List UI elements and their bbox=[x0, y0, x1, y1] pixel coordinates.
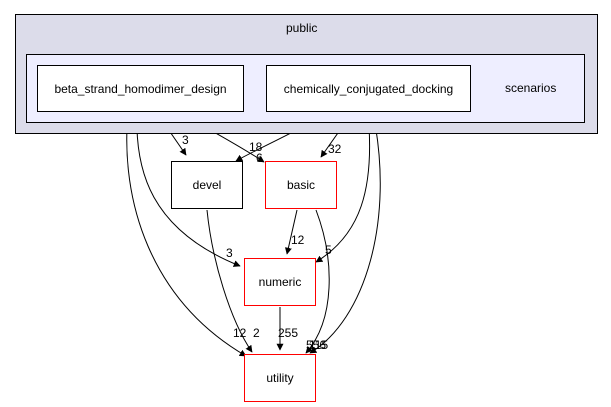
node-utility-label: utility bbox=[266, 371, 294, 385]
edge-basic-to-utility[interactable] bbox=[305, 209, 330, 354]
node-chem-label: chemically_conjugated_docking bbox=[283, 81, 454, 96]
edge-label-chem-to-basic[interactable]: 32 bbox=[328, 142, 342, 156]
node-devel-label: devel bbox=[192, 178, 222, 192]
node-utility[interactable]: utility bbox=[244, 354, 316, 402]
node-basic[interactable]: basic bbox=[265, 161, 337, 209]
cluster-public-label: public bbox=[286, 21, 318, 35]
node-beta-strand-homodimer-design[interactable]: beta_strand_homodimer_design bbox=[37, 65, 244, 112]
node-numeric-label: numeric bbox=[258, 275, 302, 289]
edge-label-beta-to-basic[interactable]: 18 bbox=[249, 140, 263, 154]
edge-label-numeric-to-utility[interactable]: 255 bbox=[278, 326, 299, 340]
edge-label-chem-to-utility[interactable]: 115 bbox=[309, 338, 329, 352]
node-beta-label: beta_strand_homodimer_design bbox=[54, 81, 227, 96]
edge-label-basic-to-utility[interactable]: 556 bbox=[306, 338, 327, 352]
edge-label-devel-to-utility[interactable]: 2 bbox=[253, 326, 260, 340]
edge-basic-to-numeric[interactable] bbox=[284, 209, 298, 255]
edge-beta-to-utility[interactable] bbox=[126, 112, 247, 357]
edge-chem-to-numeric[interactable] bbox=[315, 112, 371, 263]
node-chemically-conjugated-docking[interactable]: chemically_conjugated_docking bbox=[266, 65, 471, 112]
cluster-scenarios-label: scenarios bbox=[505, 81, 557, 95]
edge-label-beta-to-numeric[interactable]: 3 bbox=[226, 246, 233, 260]
node-basic-label: basic bbox=[286, 178, 315, 192]
edge-label-beta-to-devel[interactable]: 3 bbox=[182, 133, 189, 147]
node-numeric[interactable]: numeric bbox=[244, 258, 316, 306]
edge-devel-to-utility[interactable] bbox=[206, 209, 253, 353]
edge-label-chem-to-numeric[interactable]: 5 bbox=[325, 243, 332, 257]
edge-chem-to-utility[interactable] bbox=[309, 112, 381, 354]
edge-label-basic-to-numeric[interactable]: 12 bbox=[291, 233, 305, 247]
edge-label-beta-to-utility[interactable]: 12 bbox=[233, 326, 247, 340]
node-devel[interactable]: devel bbox=[171, 161, 243, 209]
edge-label-chem-to-devel[interactable]: 6 bbox=[256, 151, 263, 165]
